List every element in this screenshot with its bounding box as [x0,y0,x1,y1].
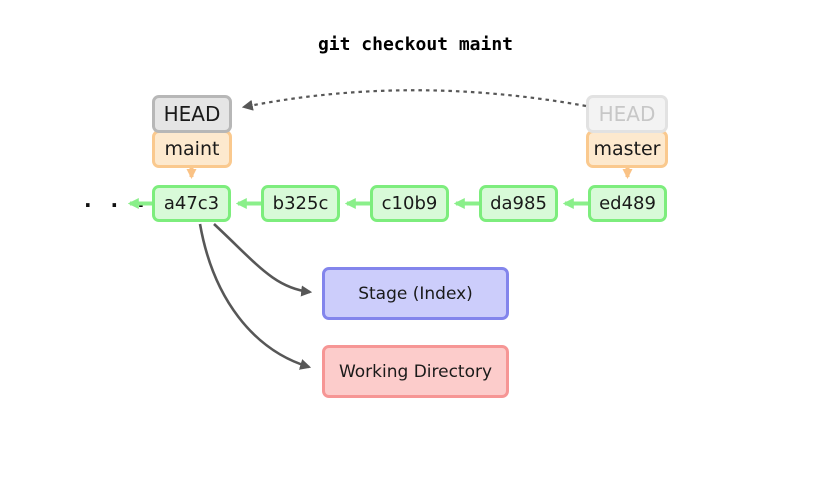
commit-id: c10b9 [381,193,438,214]
head-switch-arrow [241,89,587,111]
branch-name: maint [164,138,220,160]
head-label: HEAD [598,102,656,126]
checkout-to-stage-arrow [213,223,313,297]
commit-node: b325c [261,185,340,222]
diagram-title: git checkout maint [317,34,514,55]
commit-node: ed489 [588,185,667,222]
commit-node: c10b9 [370,185,449,222]
branch-name: master [593,138,661,160]
history-ellipsis: . . . [84,188,151,212]
commit-node: a47c3 [152,185,231,222]
working-directory-box: Working Directory [322,345,509,398]
stage-index-box: Stage (Index) [322,267,509,320]
commit-id: b325c [272,193,329,214]
working-directory-label: Working Directory [338,361,493,382]
commit-id: a47c3 [163,193,220,214]
commit-id: ed489 [599,193,656,214]
checkout-to-working-arrow [198,223,312,370]
head-pointer-current: HEAD [152,95,232,133]
head-pointer-previous: HEAD [586,95,668,133]
branch-label-maint: maint [152,130,232,168]
stage-index-label: Stage (Index) [358,283,473,304]
commit-id: da985 [490,193,547,214]
branch-label-master: master [586,130,668,168]
head-label: HEAD [163,102,221,126]
commit-node: da985 [479,185,558,222]
